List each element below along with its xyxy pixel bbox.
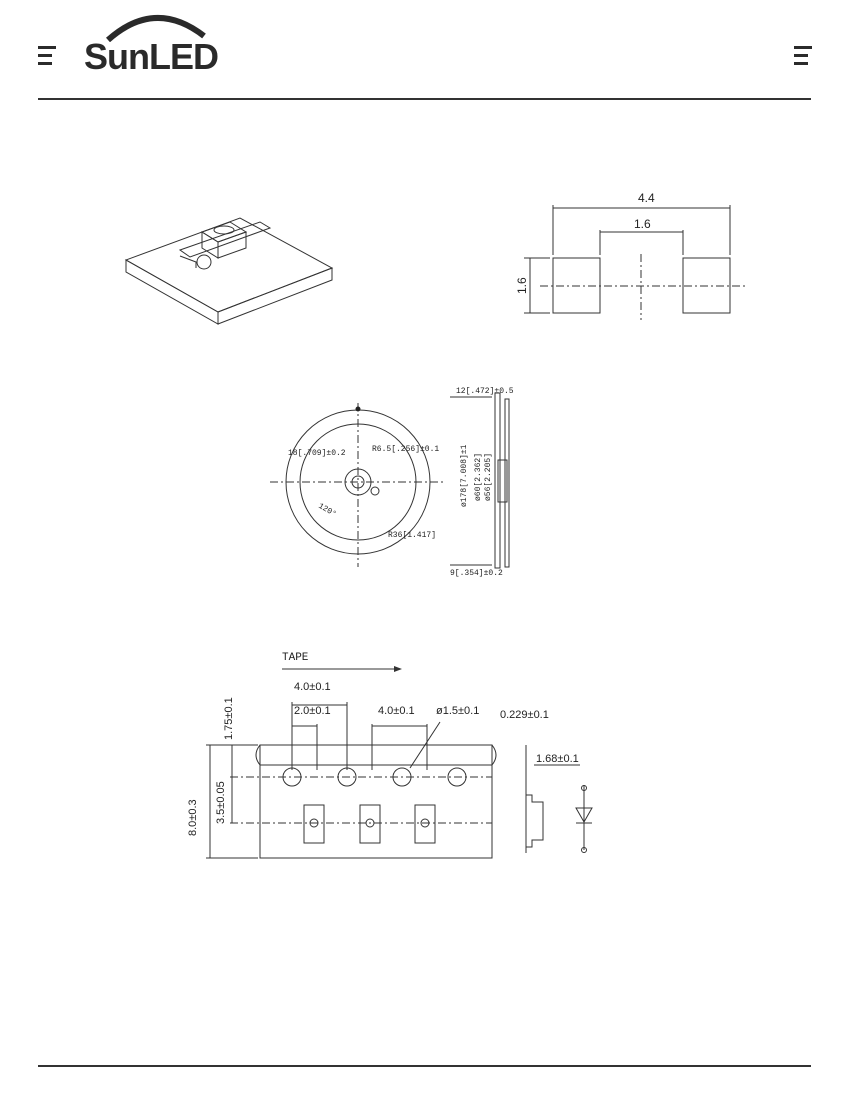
company-logo: SunLED bbox=[84, 36, 219, 77]
tape-width-label: 8.0±0.3 bbox=[187, 799, 199, 836]
tape-pitch-1-label: 4.0±0.1 bbox=[294, 681, 331, 693]
tape-hole-dia-label: ø1.5±0.1 bbox=[436, 705, 479, 717]
tape-thickness-label: 0.229±0.1 bbox=[500, 709, 549, 721]
menu-icon-left[interactable] bbox=[38, 46, 56, 70]
reel-radius-small-label: R6.5[.256]±0.1 bbox=[372, 445, 439, 454]
footer-rule bbox=[38, 1065, 811, 1067]
menu-icon-right[interactable] bbox=[794, 46, 812, 70]
reel-drawing: 12[.472]±0.5 18[.709]±0.2 R6.5[.256]±0.1… bbox=[270, 387, 514, 578]
tape-hole-to-center-label: 3.5±0.05 bbox=[215, 781, 227, 824]
reel-angle-label: 120° bbox=[317, 502, 338, 519]
reel-dia56-label: ø56[2.205] bbox=[484, 453, 493, 501]
tape-pocket-depth-label: 1.68±0.1 bbox=[536, 753, 579, 765]
logo-arc bbox=[106, 14, 206, 42]
tape-drawing: TAPE 4.0±0.1 2.0±0.1 4.0±0.1 ø1.5±0.1 0.… bbox=[187, 652, 593, 859]
reel-hub-inner-label: 18[.709]±0.2 bbox=[288, 449, 346, 458]
tape-edge-to-hole-label: 1.75±0.1 bbox=[223, 697, 235, 740]
header-rule bbox=[38, 98, 811, 100]
pad-overall-width-label: 4.4 bbox=[638, 191, 655, 205]
reel-outer-diameter-label: ø178[7.008]±1 bbox=[460, 444, 469, 507]
tape-pitch-2-label: 4.0±0.1 bbox=[378, 705, 415, 717]
reel-dia60-label: ø60[2.362] bbox=[474, 453, 483, 501]
reel-radius-large-label: R36[1.417] bbox=[388, 531, 436, 540]
pad-height-label: 1.6 bbox=[515, 277, 529, 294]
reel-hub-thickness-label: 9[.354]±0.2 bbox=[450, 569, 503, 578]
tape-title: TAPE bbox=[282, 652, 309, 664]
tape-half-pitch-label: 2.0±0.1 bbox=[294, 705, 331, 717]
package-isometric-drawing bbox=[124, 217, 334, 325]
pad-layout-drawing: 4.4 1.6 1.6 bbox=[515, 191, 745, 320]
pad-gap-width-label: 1.6 bbox=[634, 217, 651, 231]
reel-width-label: 12[.472]±0.5 bbox=[456, 387, 514, 396]
